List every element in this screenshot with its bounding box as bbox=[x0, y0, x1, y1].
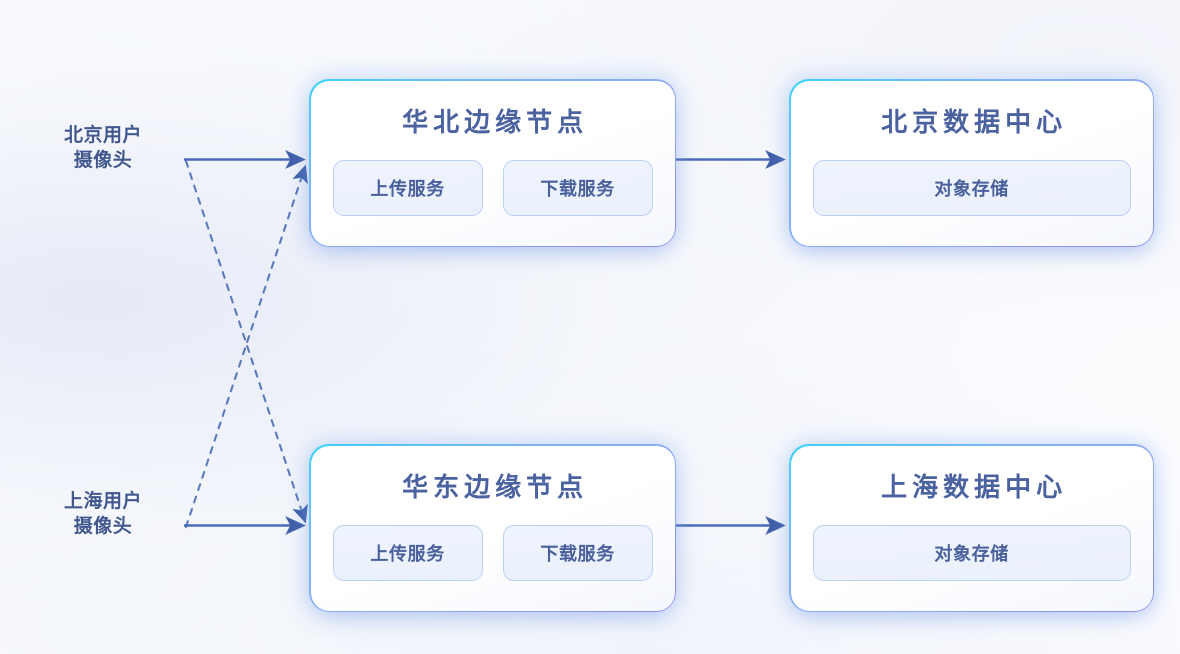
endpoint-line-2: 摄像头 bbox=[73, 516, 133, 538]
node-title: 北京数据中心 bbox=[881, 106, 1068, 137]
service-object-storage[interactable]: 对象存储 bbox=[812, 159, 1131, 216]
connector-shanghai-to-edge-north bbox=[184, 164, 308, 529]
service-upload[interactable]: 上传服务 bbox=[332, 159, 483, 216]
connector-beijing-to-edge-east bbox=[184, 159, 308, 524]
node-datacenter-north[interactable]: 北京数据中心 对象存储 bbox=[789, 79, 1155, 248]
service-list: 对象存储 bbox=[791, 159, 1153, 216]
endpoint-label-beijing-user-camera: 北京用户 摄像头 bbox=[28, 123, 178, 173]
endpoint-label-shanghai-user-camera: 上海用户 摄像头 bbox=[28, 489, 178, 539]
node-datacenter-east[interactable]: 上海数据中心 对象存储 bbox=[789, 444, 1155, 613]
service-list: 上传服务 下载服务 bbox=[311, 159, 675, 216]
node-title: 华东边缘节点 bbox=[402, 471, 589, 502]
service-list: 上传服务 下载服务 bbox=[311, 524, 675, 581]
service-object-storage[interactable]: 对象存储 bbox=[812, 524, 1131, 581]
endpoint-line-1: 北京用户 bbox=[63, 125, 142, 146]
node-edge-east-body: 华东边缘节点 上传服务 下载服务 bbox=[310, 445, 675, 611]
node-datacenter-east-body: 上海数据中心 对象存储 bbox=[790, 445, 1153, 611]
service-upload[interactable]: 上传服务 bbox=[332, 524, 483, 581]
endpoint-line-1: 上海用户 bbox=[63, 491, 142, 512]
node-edge-east[interactable]: 华东边缘节点 上传服务 下载服务 bbox=[309, 444, 677, 613]
service-list: 对象存储 bbox=[791, 524, 1153, 581]
node-title: 上海数据中心 bbox=[881, 471, 1068, 502]
node-edge-north[interactable]: 华北边缘节点 上传服务 下载服务 bbox=[309, 79, 677, 248]
endpoint-line-2: 摄像头 bbox=[73, 150, 133, 172]
node-title: 华北边缘节点 bbox=[402, 106, 589, 137]
service-download[interactable]: 下载服务 bbox=[502, 524, 653, 581]
node-edge-north-body: 华北边缘节点 上传服务 下载服务 bbox=[310, 80, 675, 246]
node-datacenter-north-body: 北京数据中心 对象存储 bbox=[790, 80, 1153, 246]
service-download[interactable]: 下载服务 bbox=[502, 159, 653, 216]
